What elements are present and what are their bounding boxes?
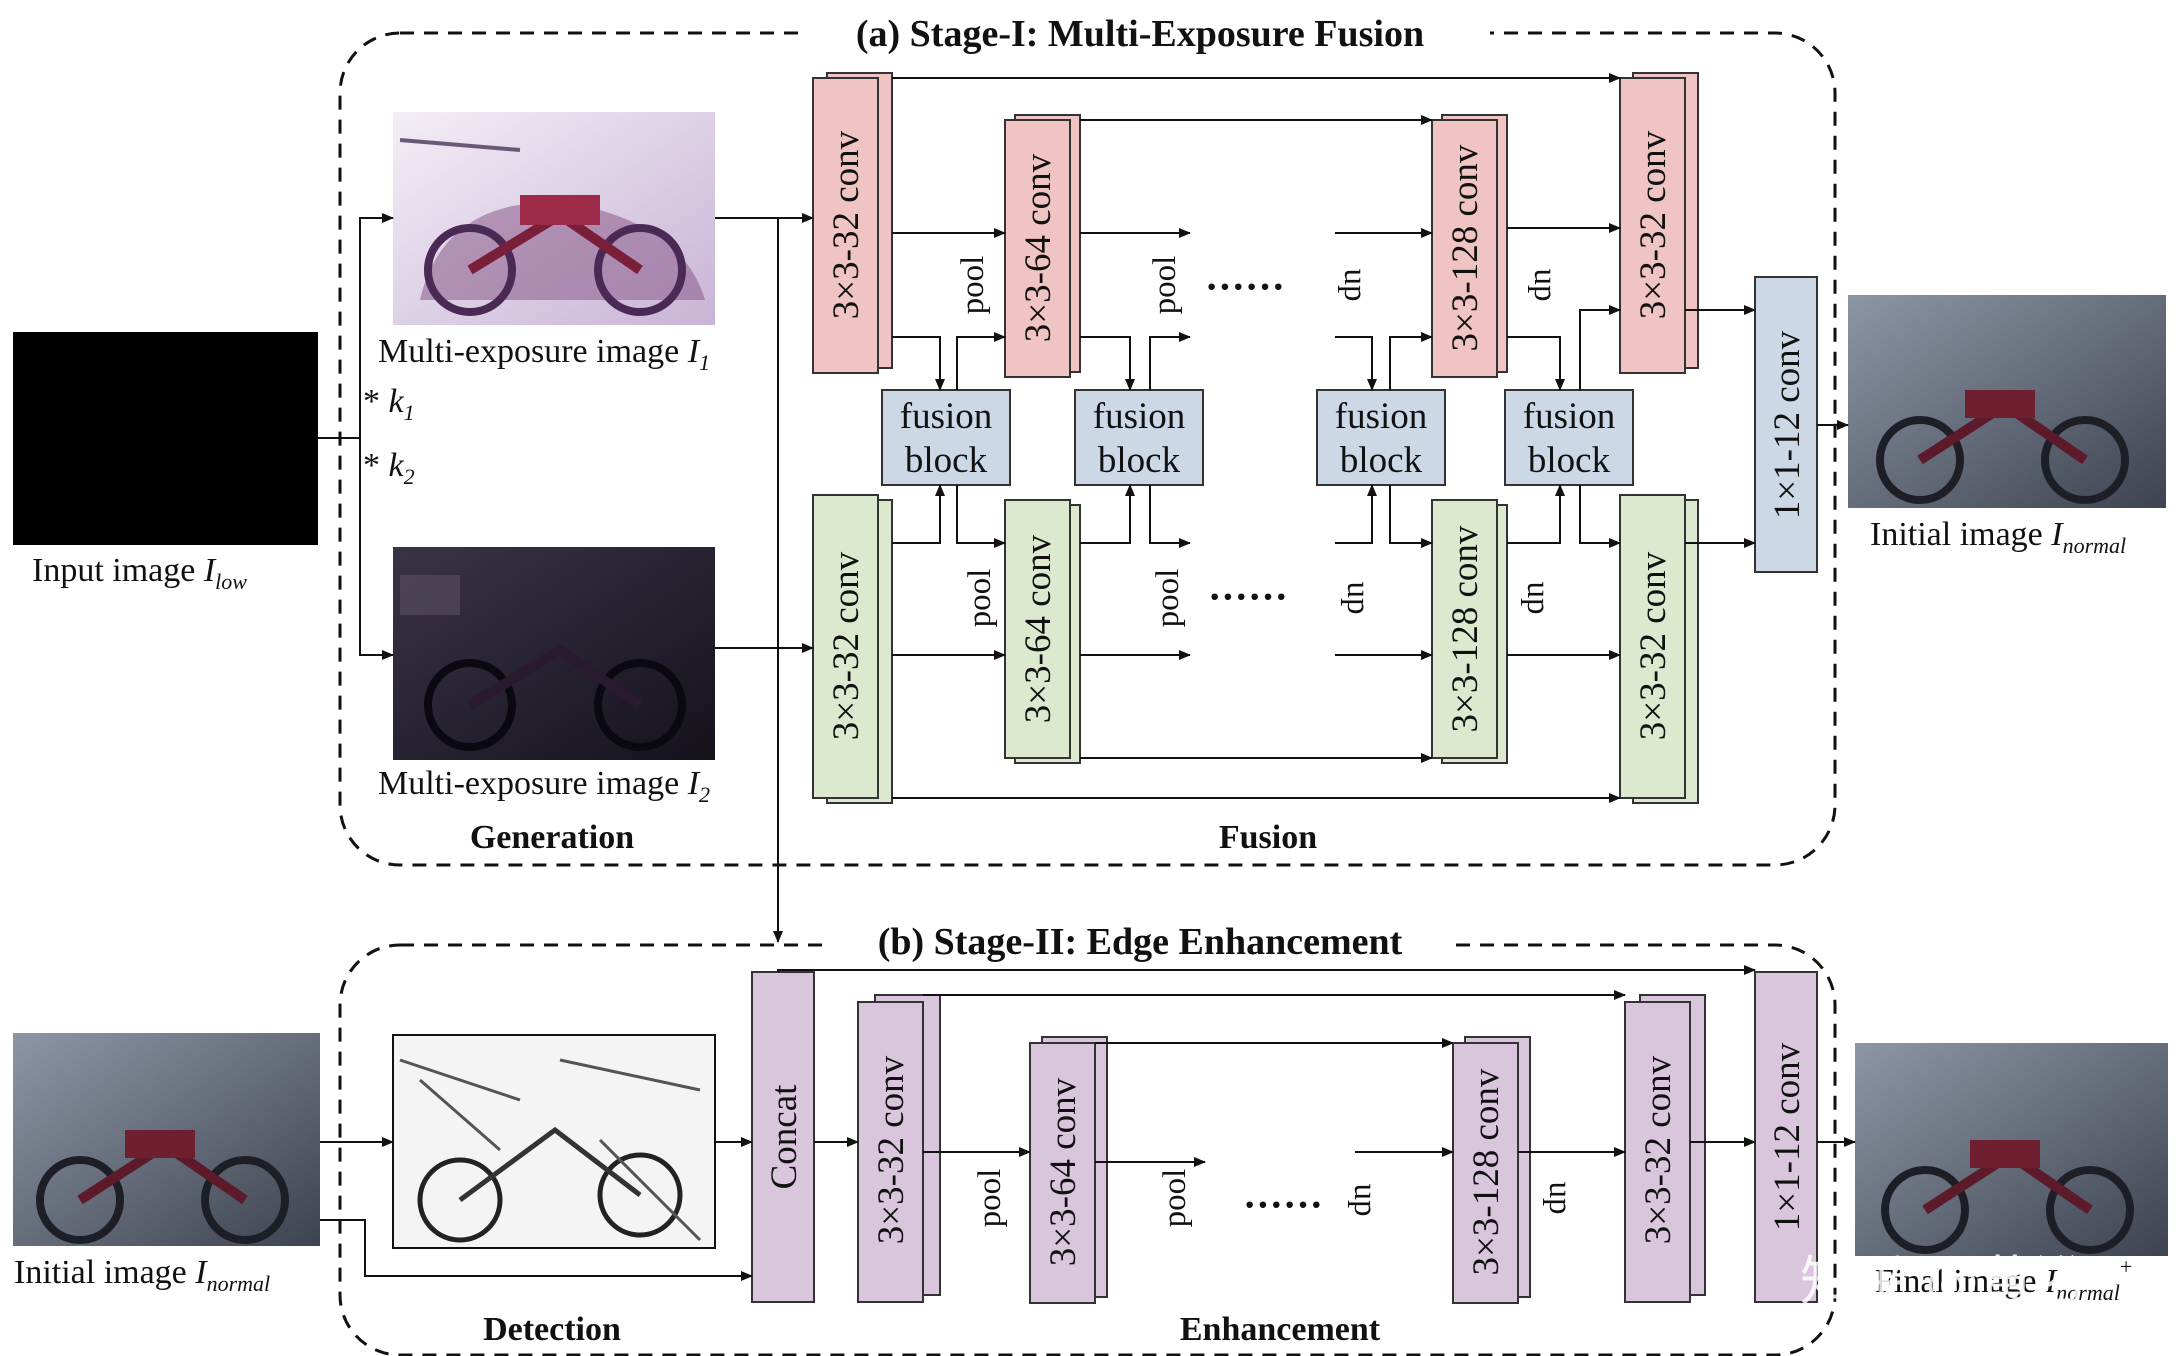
up-label: up xyxy=(1337,269,1373,302)
conv-green-4: 3×3-32 conv xyxy=(1619,494,1699,804)
svg-text:fusion: fusion xyxy=(1335,396,1428,437)
svg-text:3×3-32 conv: 3×3-32 conv xyxy=(871,1055,912,1244)
svg-text:3×3-32 conv: 3×3-32 conv xyxy=(1633,130,1674,319)
conv-green-1: 3×3-32 conv xyxy=(812,494,893,804)
svg-text:3×3-128 conv: 3×3-128 conv xyxy=(1445,525,1486,732)
k2-label: * k2 xyxy=(363,447,415,489)
svg-text:1×1-12 conv: 1×1-12 conv xyxy=(1767,1042,1808,1231)
multi-exposure-image-1-label: Multi-exposure image I1 xyxy=(378,333,710,375)
svg-text:3×3-128 conv: 3×3-128 conv xyxy=(1466,1068,1507,1275)
stage1-title-bg xyxy=(800,8,1490,56)
svg-text:3×3-32 conv: 3×3-32 conv xyxy=(826,130,867,319)
fusion-block-4: fusion block xyxy=(1504,389,1634,486)
ellipsis: ······ xyxy=(1208,574,1288,619)
ellipsis: ······ xyxy=(1243,1182,1323,1227)
conv-1x1-stage2: 1×1-12 conv xyxy=(1754,971,1818,1303)
svg-text:1×1-12 conv: 1×1-12 conv xyxy=(1767,330,1808,519)
concat-block: Concat xyxy=(751,971,815,1303)
conv-1x1-stage1: 1×1-12 conv xyxy=(1754,276,1818,573)
svg-text:3×3-32 conv: 3×3-32 conv xyxy=(826,551,867,740)
fusion-block-2: fusion block xyxy=(1074,389,1204,486)
svg-text:3×3-64 conv: 3×3-64 conv xyxy=(1018,534,1059,723)
initial-image-output xyxy=(1848,295,2166,508)
conv-purple-1: 3×3-32 conv xyxy=(857,994,941,1303)
svg-text:3×3-64 conv: 3×3-64 conv xyxy=(1018,153,1059,342)
fusion-block-1: fusion block xyxy=(881,389,1011,486)
svg-text:block: block xyxy=(905,440,988,481)
svg-text:fusion: fusion xyxy=(1093,396,1186,437)
stage2-title: (b) Stage-II: Edge Enhancement xyxy=(878,921,1403,963)
pool-label: pool xyxy=(955,256,991,315)
svg-text:3×3-32 conv: 3×3-32 conv xyxy=(1633,551,1674,740)
svg-text:fusion: fusion xyxy=(900,396,993,437)
conv-red-2: 3×3-64 conv xyxy=(1004,114,1081,378)
svg-text:3×3-64 conv: 3×3-64 conv xyxy=(1043,1077,1084,1266)
fusion-block-3: fusion block xyxy=(1316,389,1446,486)
svg-text:fusion: fusion xyxy=(1523,396,1616,437)
pool-label: pool xyxy=(1147,256,1183,315)
multi-exposure-image-1 xyxy=(393,112,715,325)
stage2-frame xyxy=(338,943,1837,1356)
conv-purple-3: 3×3-128 conv xyxy=(1452,1036,1531,1304)
pool-label: pool xyxy=(1150,569,1186,628)
conv-green-3: 3×3-128 conv xyxy=(1431,499,1508,764)
up-label: up xyxy=(1347,1184,1383,1217)
fusion-label: Fusion xyxy=(1219,819,1317,856)
pool-label: pool xyxy=(962,569,998,628)
input-image-label: Input image Ilow xyxy=(32,552,247,594)
conv-red-3: 3×3-128 conv xyxy=(1431,114,1508,378)
up-label: up xyxy=(1340,582,1376,615)
up-label: up xyxy=(1542,1182,1578,1215)
multi-exposure-image-2 xyxy=(393,547,715,760)
svg-text:block: block xyxy=(1528,440,1611,481)
initial-image-input xyxy=(13,1033,320,1246)
generation-label: Generation xyxy=(470,819,634,856)
k1-label: * k1 xyxy=(363,383,415,425)
stage1-frame xyxy=(338,31,1837,867)
final-image-label: Final image Inormal+ xyxy=(1875,1254,2132,1305)
input-image xyxy=(13,332,318,545)
stage2-title-bg xyxy=(830,916,1450,966)
initial-image-input-label: Initial image Inormal xyxy=(14,1254,270,1296)
svg-text:block: block xyxy=(1340,440,1423,481)
edge-detection-image xyxy=(392,1034,716,1249)
enhancement-label: Enhancement xyxy=(1180,1311,1381,1348)
pool-label: pool xyxy=(1157,1169,1193,1228)
conv-red-1: 3×3-32 conv xyxy=(812,72,893,374)
up-label: up xyxy=(1527,269,1563,302)
svg-text:3×3-128 conv: 3×3-128 conv xyxy=(1445,144,1486,351)
conv-green-2: 3×3-64 conv xyxy=(1004,499,1081,764)
stage1-title: (a) Stage-I: Multi-Exposure Fusion xyxy=(856,13,1424,55)
up-label: up xyxy=(1520,582,1556,615)
conv-purple-2: 3×3-64 conv xyxy=(1029,1036,1108,1304)
svg-text:Concat: Concat xyxy=(764,1084,805,1190)
initial-image-output-label: Initial image Inormal xyxy=(1870,516,2126,558)
detection-label: Detection xyxy=(483,1311,621,1348)
connectors xyxy=(318,73,1856,1281)
pool-label: pool xyxy=(972,1169,1008,1228)
watermark: 知乎 @黄浴 xyxy=(1800,1250,2087,1313)
conv-red-4: 3×3-32 conv xyxy=(1619,72,1699,374)
svg-text:3×3-32 conv: 3×3-32 conv xyxy=(1638,1055,1679,1244)
svg-text:block: block xyxy=(1098,440,1181,481)
conv-purple-4: 3×3-32 conv xyxy=(1624,994,1706,1303)
ellipsis: ······ xyxy=(1205,264,1285,309)
multi-exposure-image-2-label: Multi-exposure image I2 xyxy=(378,765,710,807)
final-image xyxy=(1855,1043,2168,1256)
